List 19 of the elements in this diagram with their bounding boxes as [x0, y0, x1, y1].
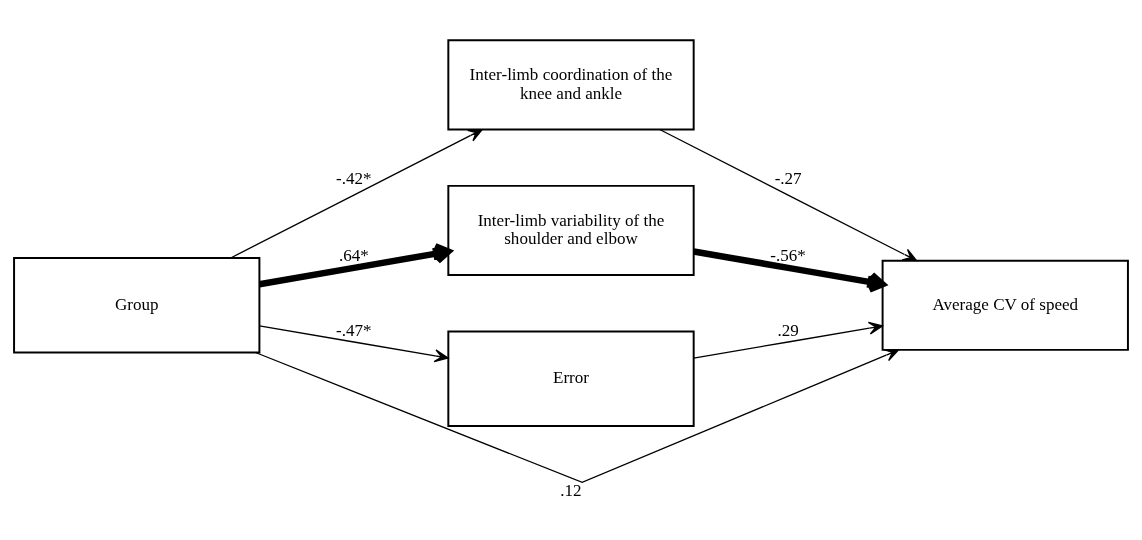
- edge-label: .29: [777, 320, 799, 340]
- arrow: [659, 128, 918, 261]
- arrow: [254, 348, 900, 483]
- edge-label: -.47*: [336, 320, 372, 340]
- edge-label: .12: [560, 480, 582, 500]
- node-box: Inter-limb coordination of the knee and ankle: [447, 38, 695, 130]
- edge-label: -.42*: [336, 168, 372, 188]
- edge-label: -.27: [774, 168, 802, 188]
- arrow: [258, 324, 449, 362]
- arrow: [258, 242, 452, 287]
- node-box: Average CV of speed: [881, 259, 1129, 351]
- edge-label: -.56*: [770, 245, 806, 265]
- node-box: Error: [447, 330, 695, 427]
- arrow: [693, 247, 886, 293]
- arrow: [230, 128, 483, 259]
- node-box: Inter-limb variability of the shoulder and elbow: [447, 184, 695, 276]
- arrow: [693, 321, 883, 359]
- node-box: Group: [13, 256, 261, 353]
- edge-label: .64*: [338, 245, 369, 265]
